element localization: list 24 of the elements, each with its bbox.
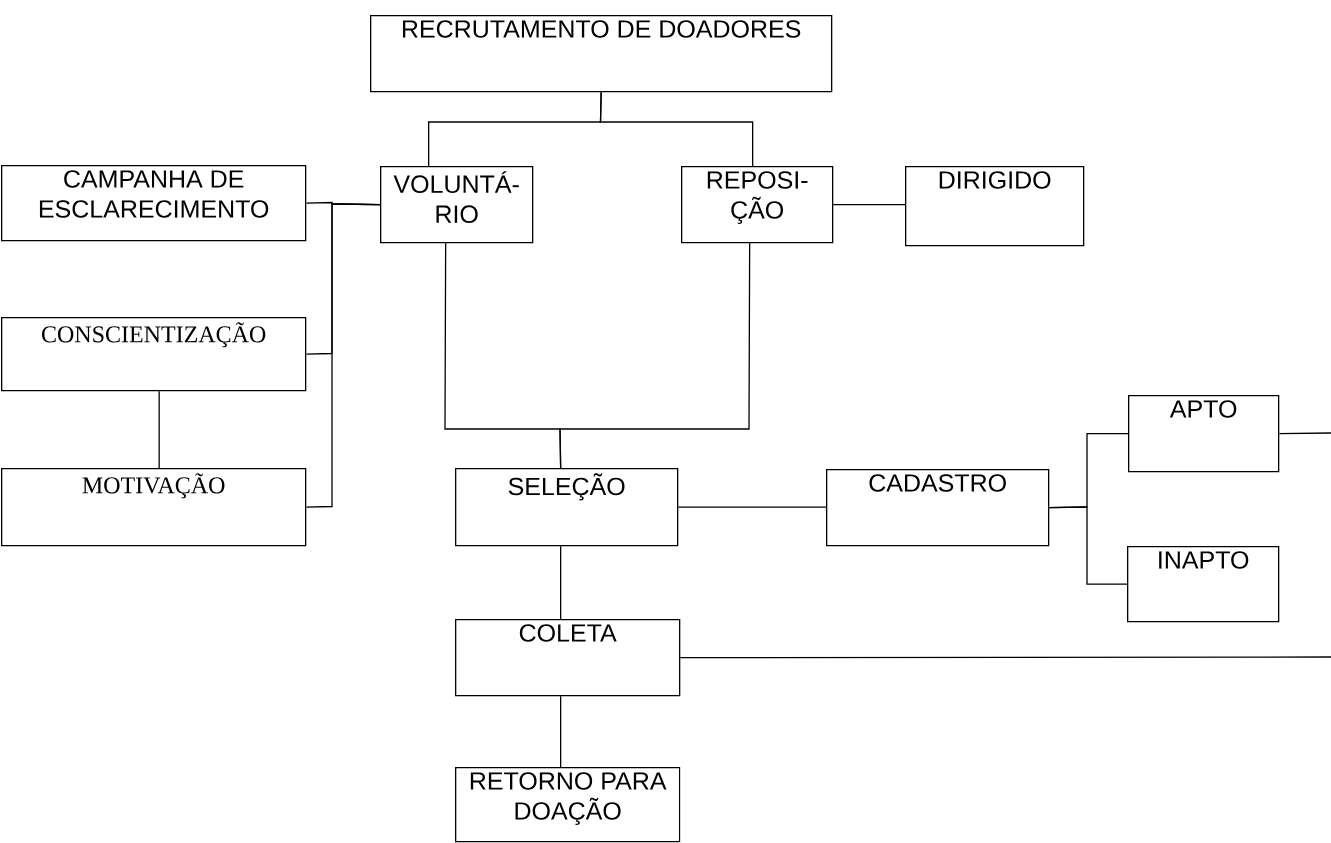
connector-line xyxy=(305,203,381,508)
process-box: CADASTRO xyxy=(826,469,1050,547)
connector-line xyxy=(832,204,906,206)
process-box: DIRIGIDO xyxy=(905,166,1085,247)
process-box: SELEÇÃO xyxy=(455,468,679,547)
connector-line xyxy=(560,695,562,768)
connector-line xyxy=(599,91,754,167)
process-box: RECRUTAMENTO DE DOADORES xyxy=(370,15,833,93)
connector-line xyxy=(560,545,562,620)
process-box: CAMPANHA DE ESCLARECIMENTO xyxy=(1,165,307,242)
connector-line xyxy=(1278,432,1331,435)
process-box: INAPTO xyxy=(1127,546,1280,623)
process-box: MOTIVAÇÃO xyxy=(1,468,307,547)
process-box: APTO xyxy=(1128,395,1280,473)
connector-line xyxy=(677,506,827,508)
process-box: VOLUNTÁ-RIO xyxy=(380,166,534,244)
connector-line xyxy=(158,390,160,469)
connector-line xyxy=(1048,506,1128,585)
connector-line xyxy=(679,656,1331,659)
process-box: RETORNO PARA DOAÇÃO xyxy=(455,767,681,843)
process-box: CONSCIENTIZAÇÃO xyxy=(1,317,307,392)
process-box: COLETA xyxy=(455,619,681,697)
process-box: REPOSI-ÇÃO xyxy=(681,166,834,244)
connector-line xyxy=(559,242,751,469)
